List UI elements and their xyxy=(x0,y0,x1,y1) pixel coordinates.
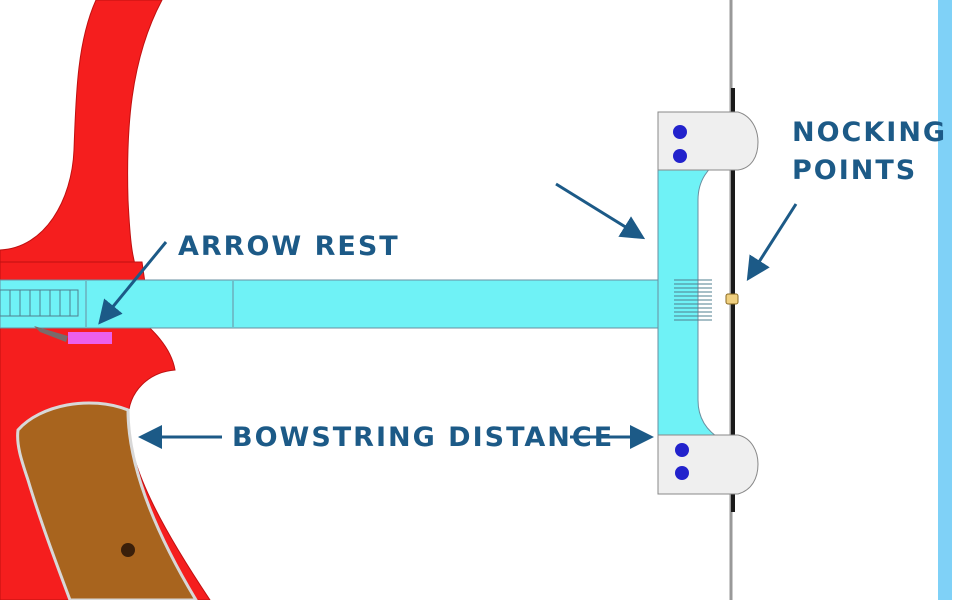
arrow-rest-arm xyxy=(34,326,68,342)
gauge-pointer xyxy=(555,182,646,240)
arrow-rest-label: ARROW REST xyxy=(178,231,400,262)
bow-upper-limb xyxy=(0,0,163,279)
nocking-label-line-1: NOCKING xyxy=(792,117,948,148)
arrow-rest-pointer xyxy=(98,241,168,325)
nocking-points-pointer xyxy=(746,203,798,282)
bottom-clip-dot-2 xyxy=(675,466,689,480)
nocking-label-line-2: POINTS xyxy=(792,155,918,186)
top-clip-dot-2 xyxy=(673,149,687,163)
nocking-point-brass xyxy=(725,293,739,305)
grip-hole xyxy=(121,543,135,557)
gauge-top-clip xyxy=(657,111,759,171)
right-edge-bar xyxy=(938,0,952,600)
arrow-rest-pad xyxy=(68,332,112,344)
nocking-points-label: NOCKING POINTS xyxy=(792,114,947,190)
gauge-arm xyxy=(0,279,691,329)
gauge-vertical-bar xyxy=(657,157,724,441)
gauge-scale-left xyxy=(0,289,79,317)
gauge-ridges xyxy=(674,279,712,321)
bowstring-distance-label: BOWSTRING DISTANCE xyxy=(232,422,615,453)
bottom-clip-dot-1 xyxy=(675,443,689,457)
bow-grip xyxy=(16,401,198,600)
gauge-bottom-clip xyxy=(657,434,759,495)
top-clip-dot-1 xyxy=(673,125,687,139)
